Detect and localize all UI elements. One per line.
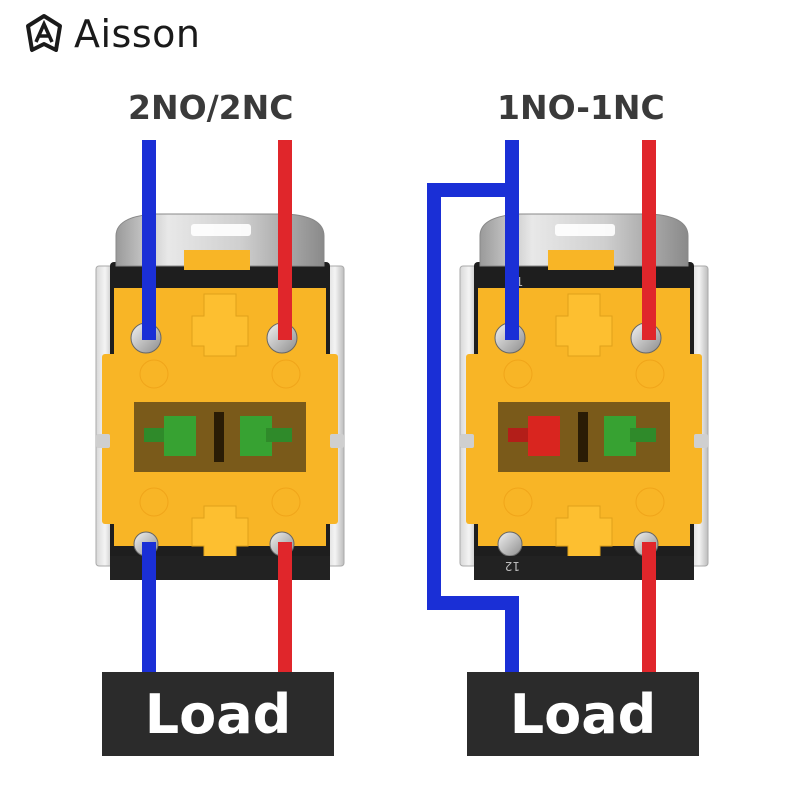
switch-module-2no2nc [95,213,345,581]
terminal-label-bottom: 12 [505,559,520,573]
contact-green-right [266,428,292,442]
contact-red-left [508,428,534,442]
diagram-title-1no1nc: 1NO-1NC [497,88,665,127]
brand-name: Aisson [74,12,201,56]
contact-red-block [528,416,560,456]
contact-green-right [630,428,656,442]
switch-module-1no1nc: 11 12 [459,213,709,581]
load-box-2: Load [467,672,699,756]
contact-green-left [144,428,170,442]
aisson-logo-icon [26,14,62,52]
wires-module-2 [427,140,656,672]
load-box-1: Load [102,672,334,756]
brand: Aisson [22,12,200,56]
contact-green-left-block [164,416,196,456]
wire-blue-loop-2 [427,140,519,672]
diagram-title-2no2nc: 2NO/2NC [128,88,294,127]
wires-module-1 [142,140,292,672]
